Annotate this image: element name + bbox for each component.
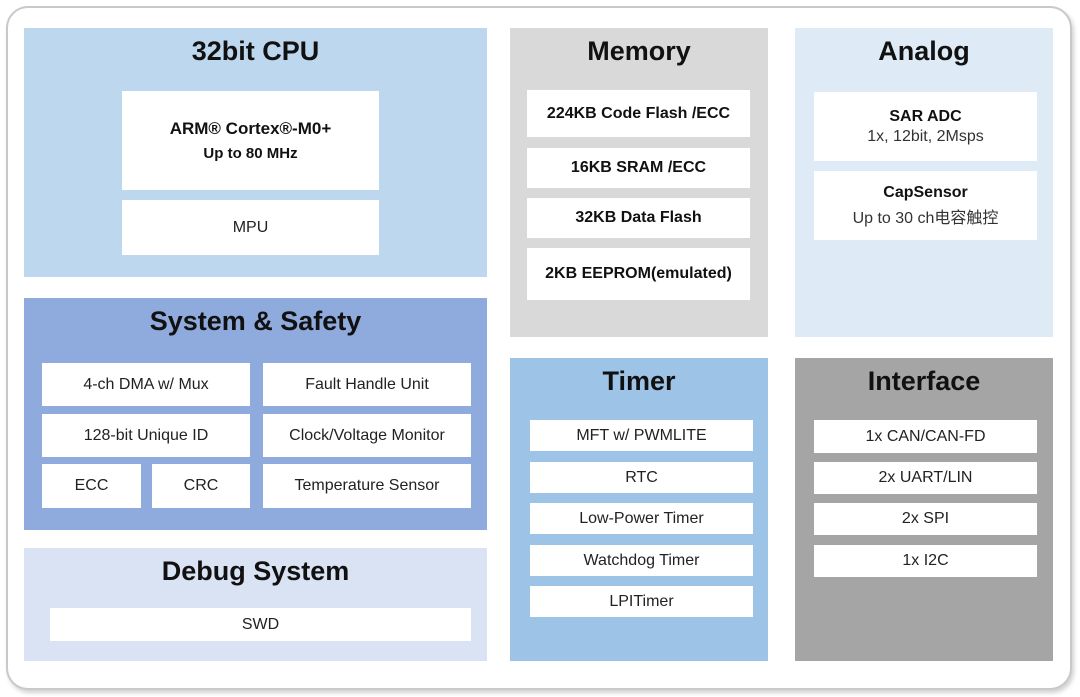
timer-item-label: Low-Power Timer [579,509,704,527]
timer-item-label: LPITimer [609,592,674,610]
timer-title: Timer [602,366,676,396]
clock-voltage-monitor-label: Clock/Voltage Monitor [289,426,445,444]
interface-item-label: 2x UART/LIN [878,469,973,486]
mpu-label: MPU [232,218,269,236]
timer-item-label: MFT w/ PWMLITE [576,426,707,444]
timer-item: Low-Power Timer [530,503,753,534]
memory-item-label: 32KB Data Flash [575,209,702,226]
timer-item: LPITimer [530,586,753,617]
debug-system-panel: Debug System SWD [24,548,487,661]
memory-item-label: 2KB EEPROM(emulated) [545,265,732,282]
memory-item: 32KB Data Flash [527,198,750,238]
analog-panel: Analog SAR ADC 1x, 12bit, 2Msps CapSenso… [795,28,1053,337]
cpu-frequency-label: Up to 80 MHz [203,145,298,162]
ecc-label: ECC [74,477,109,494]
memory-panel: Memory 224KB Code Flash /ECC 16KB SRAM /… [510,28,768,337]
timer-item-label: Watchdog Timer [583,551,700,569]
unique-id-label: 128-bit Unique ID [83,426,209,444]
cpu-title: 32bit CPU [191,36,320,66]
fault-handle-box: Fault Handle Unit [263,363,471,406]
analog-title: Analog [878,36,970,66]
cpu-core-box: ARM® Cortex®-M0+ Up to 80 MHz [122,91,379,190]
crc-label: CRC [183,477,219,494]
interface-item: 1x I2C [814,545,1037,577]
interface-item: 1x CAN/CAN-FD [814,420,1037,453]
memory-item: 2KB EEPROM(emulated) [527,248,750,300]
interface-item: 2x UART/LIN [814,462,1037,494]
clock-voltage-monitor-box: Clock/Voltage Monitor [263,414,471,457]
capsensor-title: CapSensor [883,183,968,201]
interface-item: 2x SPI [814,503,1037,535]
interface-panel: Interface 1x CAN/CAN-FD 2x UART/LIN 2x S… [795,358,1053,661]
ecc-box: ECC [42,464,141,508]
memory-item: 16KB SRAM /ECC [527,148,750,188]
cpu-panel: 32bit CPU ARM® Cortex®-M0+ Up to 80 MHz … [24,28,487,277]
dma-label: 4-ch DMA w/ Mux [83,375,209,393]
memory-item-label: 16KB SRAM /ECC [570,159,707,176]
swd-box: SWD [50,608,471,641]
timer-item: MFT w/ PWMLITE [530,420,753,451]
capsensor-box: CapSensor Up to 30 ch电容触控 [814,171,1037,240]
swd-label: SWD [241,615,280,633]
timer-panel: Timer MFT w/ PWMLITE RTC Low-Power Timer… [510,358,768,661]
timer-item: RTC [530,462,753,493]
temperature-sensor-box: Temperature Sensor [263,464,471,508]
sar-adc-title: SAR ADC [889,107,962,125]
interface-item-label: 1x CAN/CAN-FD [865,427,986,445]
timer-item: Watchdog Timer [530,545,753,576]
unique-id-box: 128-bit Unique ID [42,414,250,457]
dma-box: 4-ch DMA w/ Mux [42,363,250,406]
interface-item-label: 1x I2C [902,552,949,569]
memory-title: Memory [587,36,691,66]
fault-handle-label: Fault Handle Unit [305,375,429,393]
mpu-box: MPU [122,200,379,255]
interface-title: Interface [867,366,981,396]
interface-item-label: 2x SPI [901,510,950,527]
sar-adc-box: SAR ADC 1x, 12bit, 2Msps [814,92,1037,161]
crc-box: CRC [152,464,250,508]
memory-item: 224KB Code Flash /ECC [527,90,750,137]
temperature-sensor-label: Temperature Sensor [294,477,440,494]
system-safety-title: System & Safety [149,306,362,336]
cpu-core-label: ARM® Cortex®-M0+ [169,119,332,138]
system-safety-panel: System & Safety 4-ch DMA w/ Mux Fault Ha… [24,298,487,530]
capsensor-desc: Up to 30 ch电容触控 [852,209,999,227]
timer-item-label: RTC [625,468,658,486]
memory-item-label: 224KB Code Flash /ECC [546,104,731,122]
sar-adc-desc: 1x, 12bit, 2Msps [867,127,984,145]
debug-system-title: Debug System [161,556,350,586]
